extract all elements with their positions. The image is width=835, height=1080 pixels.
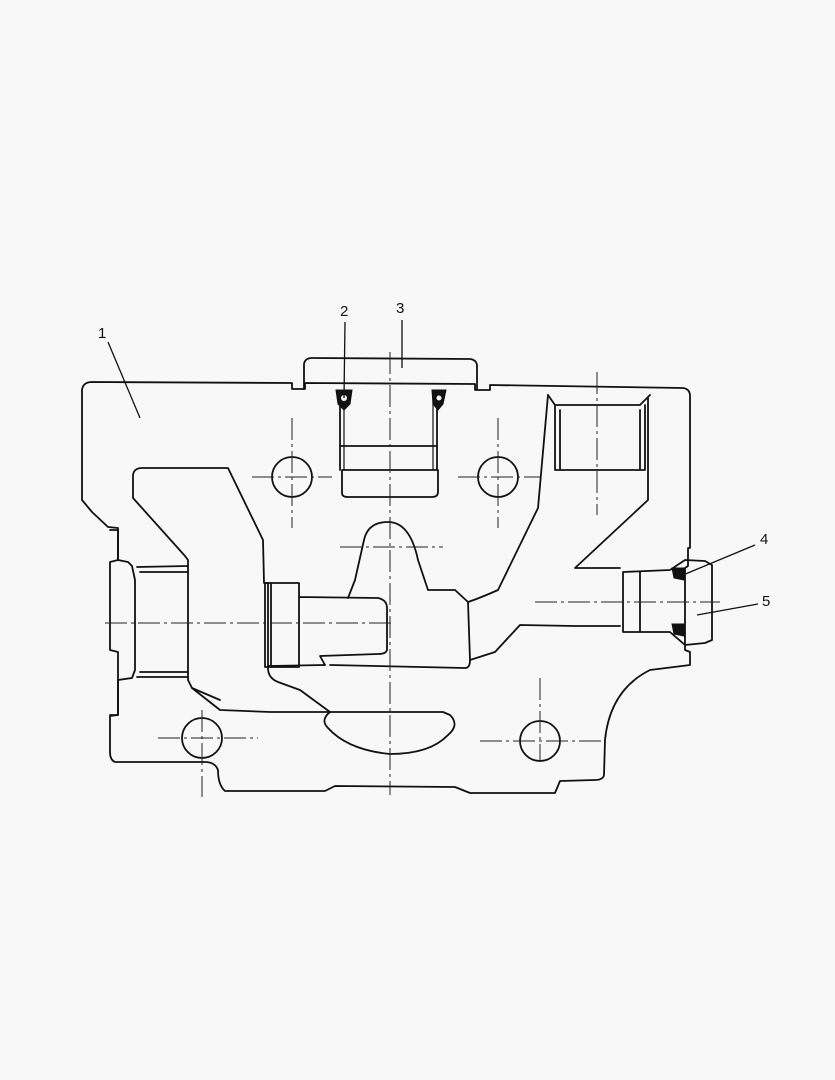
spool <box>264 582 388 668</box>
callout-5: 5 <box>762 593 771 610</box>
callout-4: 4 <box>760 531 769 548</box>
leader-2 <box>343 321 346 399</box>
housing-outline <box>81 381 691 794</box>
seal-upper-right <box>671 567 685 581</box>
leader-5 <box>696 603 759 616</box>
callout-2: 2 <box>340 303 349 320</box>
leader-1 <box>107 341 141 419</box>
top-bore <box>339 391 439 498</box>
center-lines <box>105 352 720 797</box>
left-port <box>109 529 189 716</box>
lower-passage <box>323 711 456 755</box>
right-passage <box>467 394 649 661</box>
left-passage <box>132 467 326 701</box>
callout-3: 3 <box>396 300 405 317</box>
upper-right-port <box>547 394 651 471</box>
seal-lower-right <box>671 623 685 637</box>
top-cap <box>303 357 478 390</box>
center-land <box>329 521 471 669</box>
leader-4 <box>682 544 756 576</box>
callout-1: 1 <box>98 325 107 342</box>
